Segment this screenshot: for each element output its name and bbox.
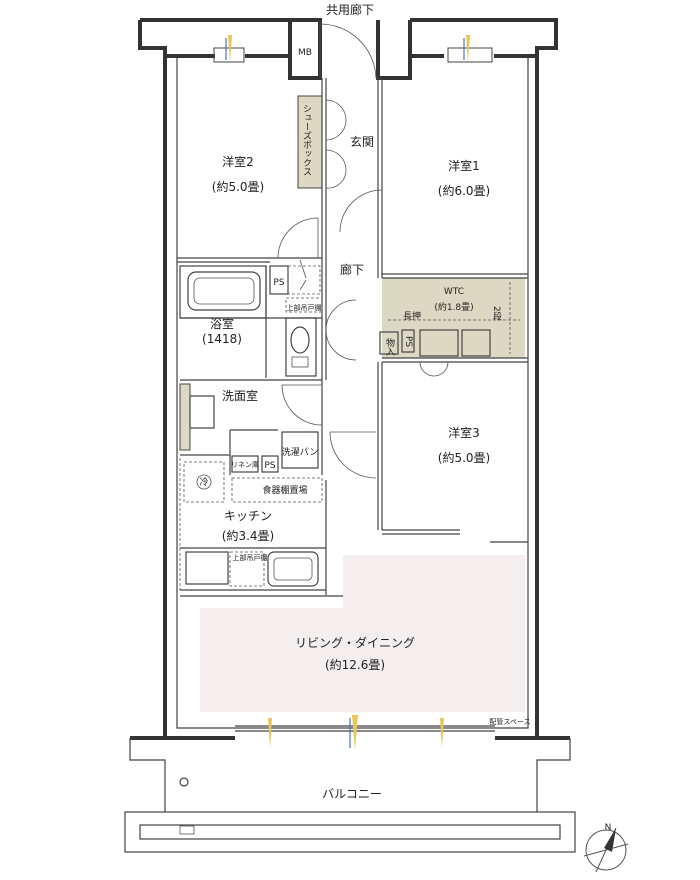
north-label: N: [605, 823, 612, 833]
dish-storage-label: 食器棚置場: [262, 484, 307, 496]
doors: [235, 23, 495, 732]
upper-cabinet-kitchen-label: 上部吊戸棚: [233, 553, 268, 562]
kitchen-label: キッチン: [224, 509, 272, 523]
nagaoshi-label: 長押: [403, 310, 421, 322]
balcony-structure: [124, 738, 576, 853]
balcony-label: バルコニー: [322, 787, 382, 801]
vent-marks: [213, 35, 493, 750]
bath-size-label: (1418): [202, 332, 242, 346]
room2-size-label: (約5.0畳): [212, 179, 264, 194]
outer-walls: [130, 18, 570, 740]
linen-label: リネン庫: [231, 460, 259, 469]
mb-label: MB: [298, 48, 312, 58]
fridge-label: 冷: [199, 476, 208, 488]
room3-size-label: (約5.0畳): [438, 450, 490, 465]
living-label: リビング・ダイニング: [295, 635, 415, 650]
wtc-fill: [382, 278, 525, 358]
bath-label: 浴室: [210, 316, 234, 331]
living-area-fill: [200, 555, 525, 712]
washer-pan-label: 洗濯パン: [282, 446, 318, 458]
entrance-label: 玄関: [350, 134, 374, 149]
room2-label: 洋室2: [222, 154, 254, 169]
ps-washroom-label: PS: [264, 461, 275, 471]
living-size-label: (約12.6畳): [325, 657, 385, 672]
upper-cabinet-bath-label: 上部吊戸棚: [287, 303, 322, 312]
ps-bath-label: PS: [273, 278, 284, 288]
fixtures: [183, 259, 520, 587]
wtc-label: WTC: [444, 287, 464, 297]
common-corridor-label: 共用廊下: [326, 2, 374, 17]
shoe-box-label: シューズボックス: [301, 104, 312, 176]
wtc-size-label: (約1.8畳): [434, 301, 473, 313]
north-arrow-icon: N: [583, 823, 629, 873]
kitchen-size-label: (約3.4畳): [222, 528, 274, 543]
step-label: 2段: [491, 306, 502, 322]
distribution-space-label: 配管スペース: [489, 717, 530, 726]
room1-label: 洋室1: [448, 158, 480, 173]
room1-size-label: (約6.0畳): [438, 183, 490, 198]
ps-wtc-label: PS: [403, 336, 413, 347]
storage-label: 物入: [384, 337, 395, 356]
shoe-box-fill: [297, 95, 323, 189]
room3-label: 洋室3: [448, 425, 480, 440]
washroom-label: 洗面室: [222, 388, 258, 403]
washroom-cabinet-fill: [179, 383, 191, 451]
hallway-label: 廊下: [340, 262, 364, 277]
interior-walls: [177, 78, 528, 597]
